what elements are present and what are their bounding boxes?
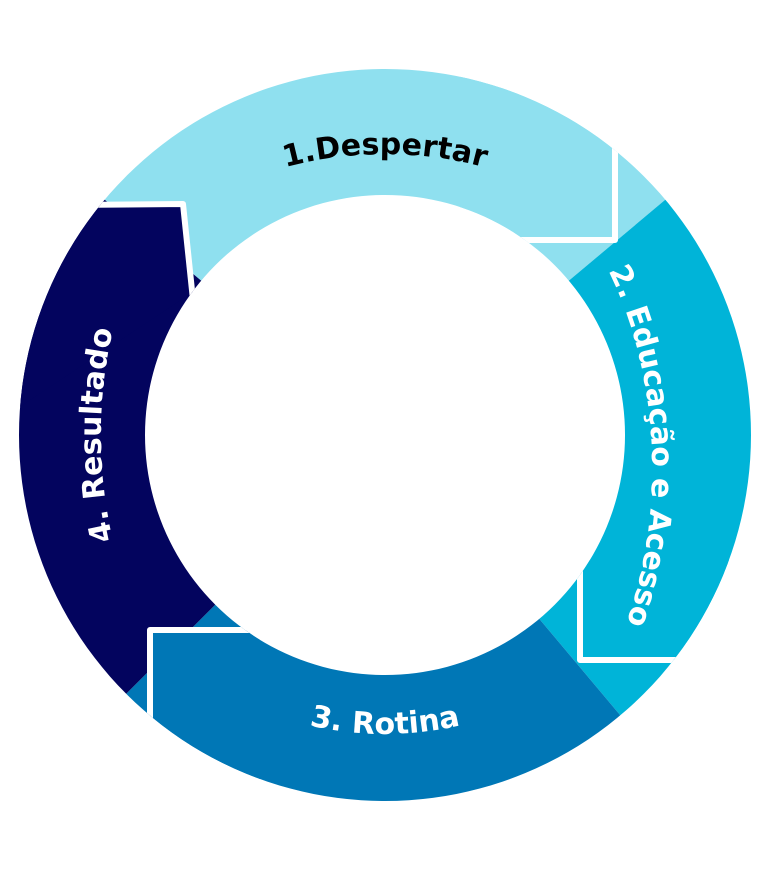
arrow-edge-1-to-2 xyxy=(497,117,618,243)
arrow-edge-2-to-3 xyxy=(577,557,703,663)
arrow-head-3-to-4 xyxy=(150,630,260,801)
arrow-edge-4-to-1 xyxy=(57,201,196,303)
arrow-head-2-to-3 xyxy=(580,560,751,660)
arrow-head-1-to-2 xyxy=(460,69,615,240)
